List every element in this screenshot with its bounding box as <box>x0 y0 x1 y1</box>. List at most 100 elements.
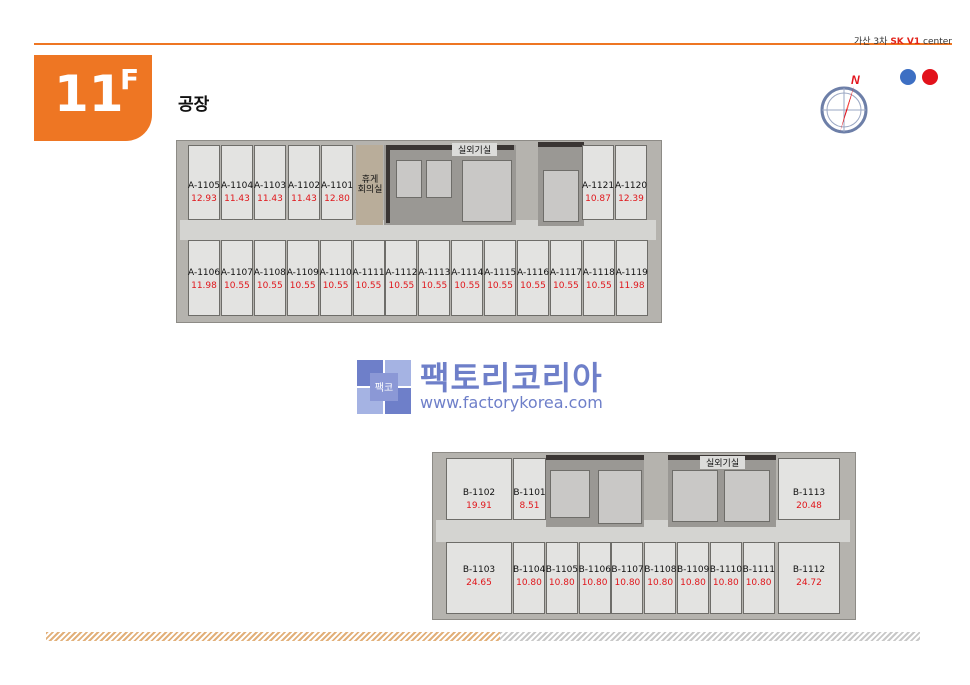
factorykorea-logo-icon: 팩코 <box>357 360 411 414</box>
unit-area: 10.55 <box>487 281 513 291</box>
unit-room <box>319 240 352 316</box>
unit-room <box>446 542 512 614</box>
unit-room <box>742 542 775 614</box>
unit-id: A-1117 <box>549 268 583 278</box>
unit-id: A-1107 <box>220 268 254 278</box>
unit-id: B-1106 <box>578 565 611 575</box>
unit-id: A-1109 <box>286 268 319 278</box>
floor-number: 11 <box>54 65 124 123</box>
unit-area: 10.55 <box>256 281 283 291</box>
unit-id: B-1111 <box>742 565 775 575</box>
unit-id: A-1105 <box>188 181 221 191</box>
unit-area: 11.43 <box>257 194 283 204</box>
plan-a-core-room <box>426 160 452 198</box>
unit-room <box>513 542 545 614</box>
unit-id: B-1103 <box>462 565 496 575</box>
compass-north-label: N <box>851 73 860 87</box>
unit-id: B-1110 <box>709 565 743 575</box>
unit-room <box>321 145 353 220</box>
plan-b-core-room <box>598 470 642 524</box>
unit-room <box>446 458 512 520</box>
compass-icon: N <box>820 73 868 134</box>
unit-id: A-1120 <box>615 181 648 191</box>
unit-room <box>220 240 253 316</box>
unit-room <box>615 145 647 220</box>
brand-suffix: center <box>923 37 952 47</box>
unit-room <box>517 240 549 316</box>
footer-stripe <box>46 632 920 641</box>
unit-room <box>513 458 546 520</box>
unit-room <box>582 145 614 220</box>
unit-area: 10.80 <box>581 578 608 588</box>
unit-id: A-1118 <box>582 268 615 278</box>
plan-a-lounge <box>356 145 383 225</box>
unit-room <box>582 240 615 316</box>
unit-room <box>188 240 220 316</box>
unit-room <box>778 542 840 614</box>
unit-area: 20.48 <box>796 501 822 511</box>
logo-text: 팩코 <box>375 382 393 394</box>
unit-area: 10.55 <box>388 281 415 291</box>
unit-area: 8.51 <box>519 501 540 511</box>
unit-room <box>615 240 648 316</box>
plan-b-core-wall <box>546 455 644 460</box>
unit-id: A-1114 <box>451 268 484 278</box>
unit-room <box>352 240 385 316</box>
plan-a-lounge-label: 휴게 회의실 <box>357 175 383 195</box>
unit-area: 10.55 <box>355 281 382 291</box>
unit-id: A-1110 <box>319 268 352 278</box>
unit-room <box>778 458 840 520</box>
floor-suffix: F <box>120 63 140 96</box>
unit-id: B-1113 <box>792 488 826 498</box>
unit-area: 10.80 <box>745 578 772 588</box>
plan-a-core-wall <box>386 145 390 223</box>
unit-id: A-1103 <box>254 181 287 191</box>
unit-area: 10.80 <box>516 578 542 588</box>
brand-logo: 가산 3차 SK V1 center <box>854 34 952 47</box>
plan-a-core-room <box>543 170 579 222</box>
plan-b-core-label: 실외기실 <box>700 456 746 469</box>
unit-room <box>611 542 644 614</box>
unit-area: 10.55 <box>322 281 349 291</box>
unit-area: 10.55 <box>421 281 448 291</box>
unit-area: 24.72 <box>796 578 822 588</box>
plan-a-core-label: 실외기실 <box>452 143 498 156</box>
unit-id: A-1106 <box>188 268 221 278</box>
unit-id: A-1112 <box>385 268 418 278</box>
unit-area: 11.98 <box>618 281 645 291</box>
unit-room <box>253 240 286 316</box>
unit-id: B-1108 <box>644 565 677 575</box>
unit-area: 11.98 <box>191 281 217 291</box>
watermark-title: 팩토리코리아 <box>420 359 603 397</box>
unit-id: A-1104 <box>221 181 254 191</box>
unit-id: B-1109 <box>677 565 710 575</box>
unit-id: A-1101 <box>321 181 354 191</box>
unit-id: B-1101 <box>513 488 546 498</box>
plan-a-core-room <box>462 160 512 222</box>
unit-area: 12.93 <box>191 194 217 204</box>
unit-id: A-1119 <box>615 268 648 278</box>
unit-id: B-1102 <box>462 488 496 498</box>
unit-area: 12.39 <box>618 194 644 204</box>
unit-area: 10.55 <box>289 281 316 291</box>
unit-id: A-1102 <box>288 181 321 191</box>
unit-id: B-1112 <box>792 565 826 575</box>
unit-room <box>677 542 709 614</box>
unit-room <box>286 240 319 316</box>
plan-a-core-wall <box>538 142 584 147</box>
unit-area: 10.87 <box>585 194 611 204</box>
unit-id: A-1111 <box>352 268 385 278</box>
unit-id: A-1116 <box>517 268 550 278</box>
unit-id: A-1113 <box>418 268 451 278</box>
unit-id: B-1107 <box>611 565 644 575</box>
unit-area: 10.55 <box>553 281 579 291</box>
red-dot <box>922 69 938 85</box>
unit-area: 10.80 <box>712 578 739 588</box>
unit-room <box>545 542 578 614</box>
header-rule <box>34 43 952 45</box>
unit-area: 11.43 <box>224 194 250 204</box>
unit-room <box>484 240 517 316</box>
page-title: 공장 <box>178 95 210 115</box>
unit-id: B-1105 <box>545 565 579 575</box>
unit-room <box>644 542 677 614</box>
